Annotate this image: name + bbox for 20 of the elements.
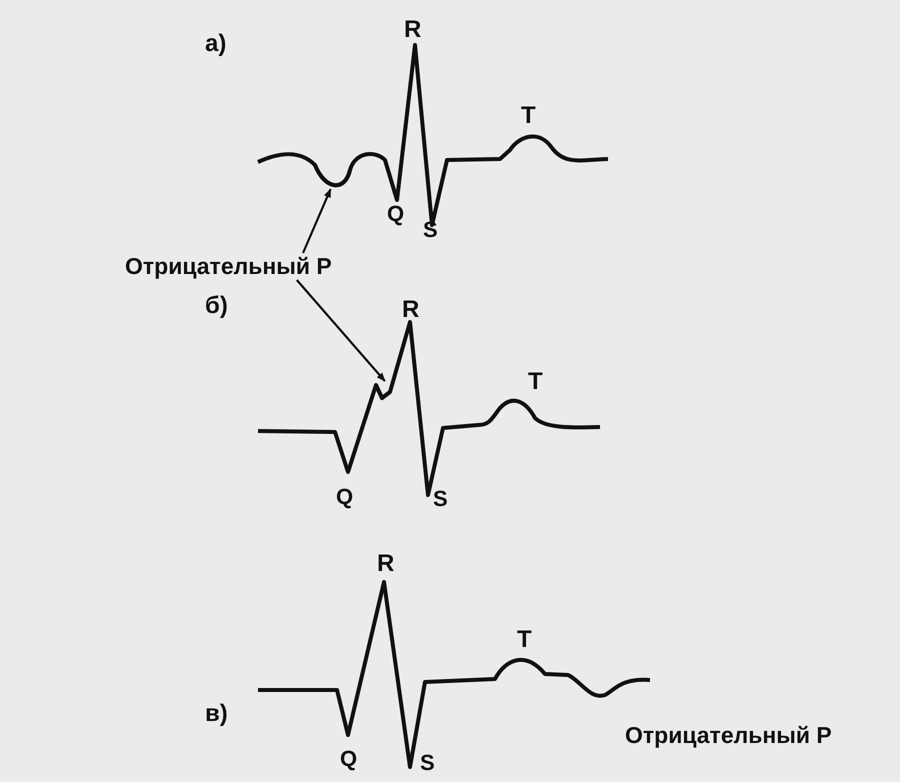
p-wave-segment xyxy=(313,164,352,188)
wave-label: T xyxy=(528,370,543,394)
wave-label: T xyxy=(517,628,532,652)
p-wave-segment xyxy=(374,384,392,400)
wave-label: S xyxy=(420,752,435,774)
panel-label: б) xyxy=(205,294,228,318)
wave-label: R xyxy=(404,18,422,42)
wave-label: S xyxy=(433,488,448,510)
panel-label: в) xyxy=(205,702,228,726)
wave-label: Q xyxy=(340,748,358,770)
wave-label: Q xyxy=(387,203,404,225)
leader-arrow xyxy=(296,279,386,382)
wave-label: R xyxy=(377,552,394,576)
wave-label: Q xyxy=(336,486,354,508)
panel-label: а) xyxy=(205,32,226,56)
wave-label: T xyxy=(521,104,536,128)
annotation-text: Отрицательный P xyxy=(625,724,832,747)
wave-label: R xyxy=(402,298,420,322)
leader-arrow xyxy=(302,188,332,254)
annotation-text: Отрицательный P xyxy=(125,255,332,278)
